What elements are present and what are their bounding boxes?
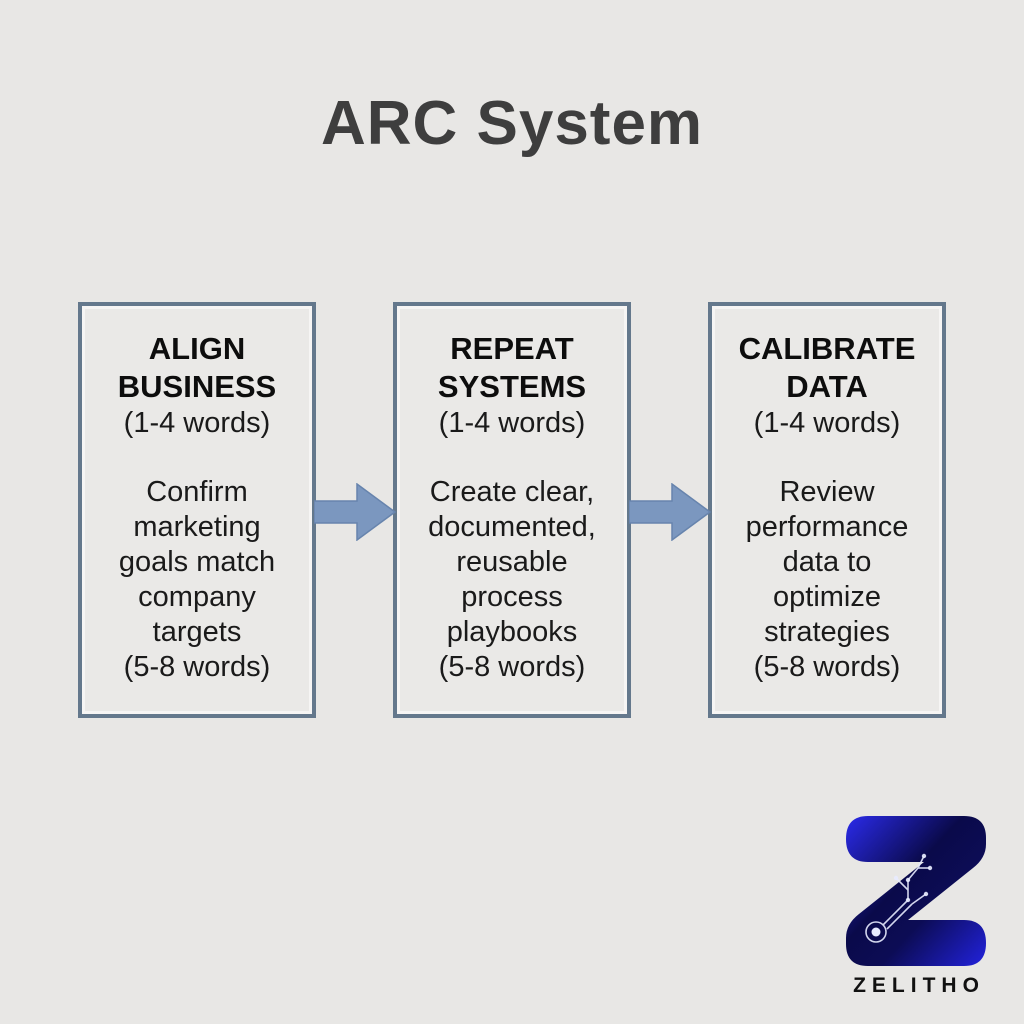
arrow-right-icon — [629, 483, 711, 541]
step-box-align-business: ALIGN BUSINESS (1-4 words) Confirm marke… — [78, 302, 316, 718]
step-heading: REPEAT SYSTEMS — [437, 331, 587, 404]
brand-name: ZELITHO — [853, 974, 985, 997]
step-note: (5-8 words) — [123, 651, 271, 684]
brand-block: ZELITHO — [838, 816, 994, 998]
step-subheading: (1-4 words) — [123, 406, 271, 439]
step-heading: ALIGN BUSINESS — [117, 331, 277, 404]
step-body: Review performance data to optimize stra… — [745, 476, 909, 649]
step-note: (5-8 words) — [438, 651, 586, 684]
step-subheading: (1-4 words) — [753, 406, 901, 439]
steps-row: ALIGN BUSINESS (1-4 words) Confirm marke… — [78, 302, 946, 718]
arrow-right-icon — [314, 483, 396, 541]
step-body: Create clear, documented, reusable proce… — [428, 476, 596, 649]
step-box-calibrate-data: CALIBRATE DATA (1-4 words) Review perfor… — [708, 302, 946, 718]
step-box-repeat-systems: REPEAT SYSTEMS (1-4 words) Create clear,… — [393, 302, 631, 718]
step-body: Confirm marketing goals match company ta… — [118, 476, 276, 649]
zelitho-z-logo — [846, 816, 986, 966]
step-subheading: (1-4 words) — [438, 406, 586, 439]
step-heading: CALIBRATE DATA — [738, 331, 916, 404]
page-title: ARC System — [320, 89, 704, 158]
step-note: (5-8 words) — [753, 651, 901, 684]
